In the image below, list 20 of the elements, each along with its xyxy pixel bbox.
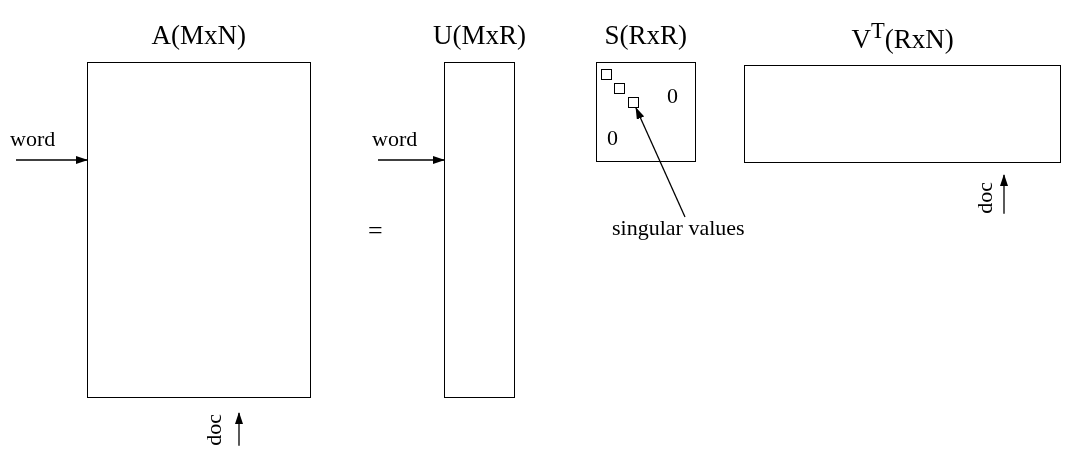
zero-label: 0 — [607, 127, 618, 149]
diagonal-square — [614, 83, 625, 94]
arrow — [235, 412, 243, 447]
arrow — [15, 156, 88, 164]
callout-text: singular values — [612, 217, 745, 239]
axis-label: word — [10, 128, 56, 150]
matrix-label: A(MxN) — [151, 22, 246, 49]
zero-label: 0 — [667, 85, 678, 107]
axis-label: doc — [974, 182, 996, 214]
diagonal-square — [601, 69, 612, 80]
equals-sign: = — [368, 218, 383, 244]
axis-label: word — [372, 128, 418, 150]
matrix-label: U(MxR) — [433, 22, 526, 49]
diagonal-square — [628, 97, 639, 108]
axis-label: doc — [203, 414, 225, 446]
matrix-label: S(RxR) — [604, 22, 688, 49]
leader-line — [635, 107, 686, 218]
arrow — [377, 156, 445, 164]
matrix-label: V$^{T}$(RxN) — [851, 20, 954, 53]
arrow — [1000, 174, 1008, 215]
